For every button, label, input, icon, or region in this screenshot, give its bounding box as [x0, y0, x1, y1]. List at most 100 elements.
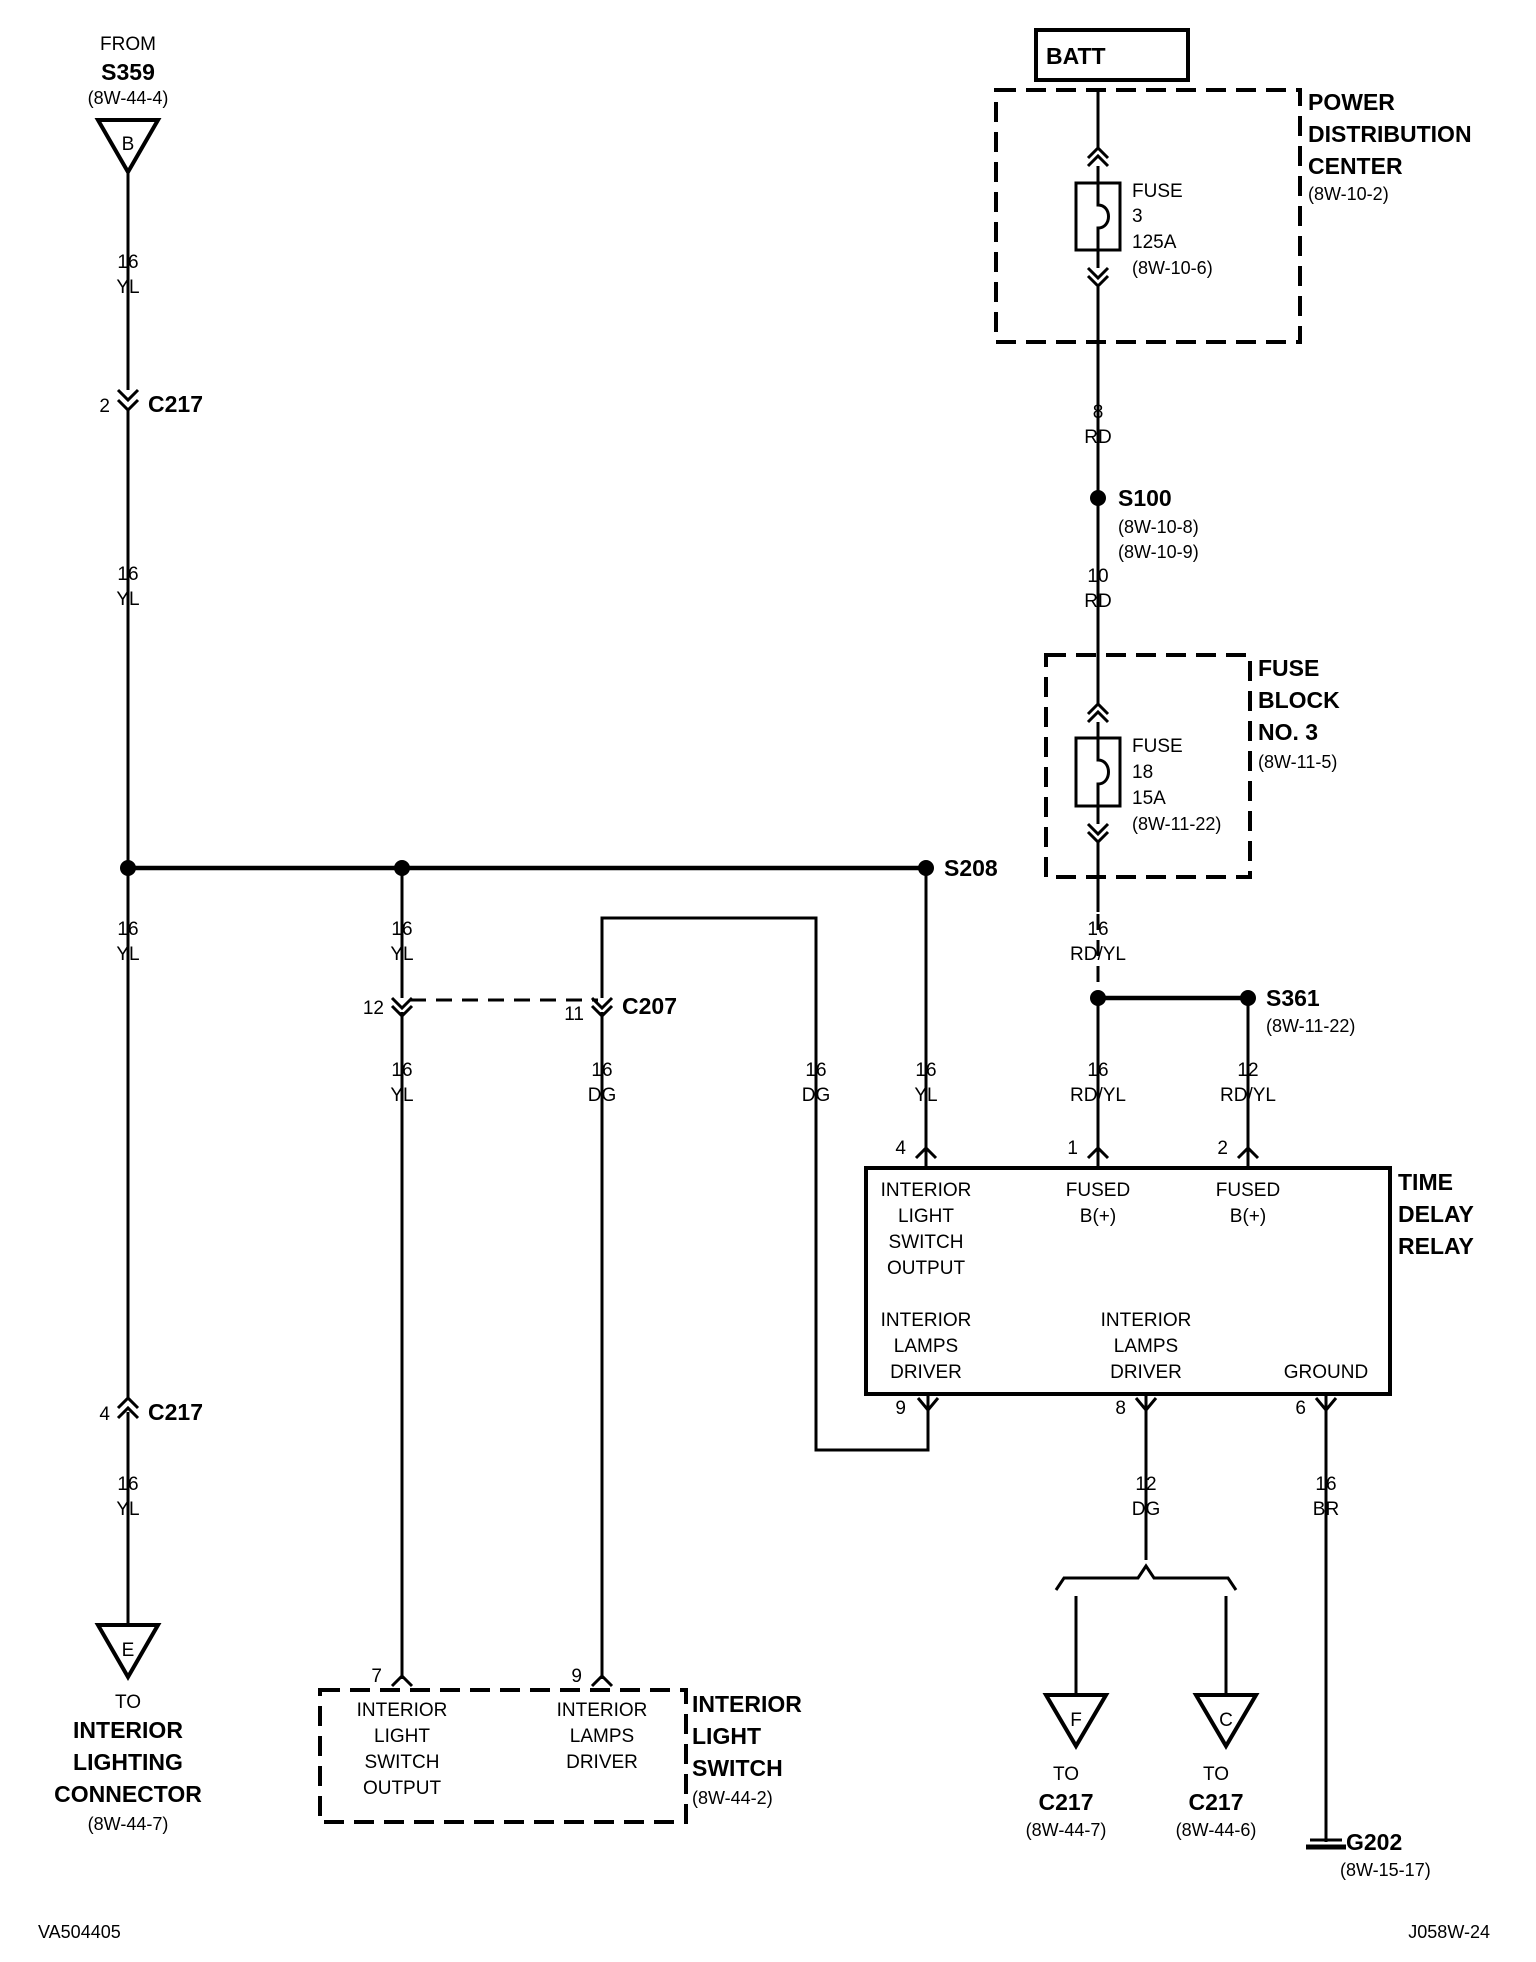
to-triangle-f: [1042, 1693, 1110, 1750]
connector-chevron: [116, 1405, 140, 1420]
relay-pin-2: 2: [1217, 1138, 1228, 1159]
wire-gauge: 12: [1237, 1060, 1258, 1081]
to-c-label: TO: [1203, 1764, 1229, 1785]
wire-color: YL: [914, 1085, 937, 1106]
wire-gauge: 16: [591, 1060, 612, 1081]
wire-color: BR: [1313, 1499, 1339, 1520]
fuse-symbols: [1074, 181, 1122, 808]
connector-symbols: [116, 145, 1338, 1688]
fuse-block-title-2: BLOCK: [1258, 687, 1340, 713]
switch-pin-7: 7: [371, 1666, 382, 1687]
pdc-title-2: DISTRIBUTION: [1308, 121, 1472, 147]
wires: [126, 88, 1328, 1842]
wire-color: YL: [116, 1499, 139, 1520]
wire-color: YL: [390, 1085, 413, 1106]
relay-label-switch-3: SWITCH: [889, 1232, 964, 1253]
switch-pin: [390, 1673, 414, 1688]
switch-label-out-1: INTERIOR: [357, 1700, 448, 1721]
ground-ref: (8W-15-17): [1340, 1860, 1431, 1880]
c207-pin-left: 12: [363, 998, 384, 1019]
wire-gauge: 16: [117, 1474, 138, 1495]
from-triangle: [94, 118, 162, 177]
fuse-3-ref: (8W-10-6): [1132, 258, 1213, 278]
to-label: TO: [115, 1692, 141, 1713]
wire-color: YL: [390, 944, 413, 965]
fuse-terminal: [1086, 709, 1110, 724]
wire-gauge: 16: [1087, 1060, 1108, 1081]
fuse-3-label: FUSE: [1132, 181, 1183, 202]
wire-gauge: 10: [1087, 566, 1108, 587]
switch-title-1: INTERIOR: [692, 1691, 802, 1717]
relay-pin-4: 4: [895, 1138, 906, 1159]
to-triangle-c-letter: C: [1219, 1710, 1233, 1731]
relay-label-switch-2: LIGHT: [898, 1206, 954, 1227]
fuse-3-rating: 125A: [1132, 232, 1177, 253]
relay-pin-1: 1: [1067, 1138, 1078, 1159]
fuse-18-ref: (8W-11-22): [1132, 814, 1221, 834]
connector-chevron: [390, 996, 414, 1011]
batt-box: [1034, 28, 1190, 82]
switch-label-drv-1: INTERIOR: [557, 1700, 648, 1721]
wire-color: RD/YL: [1220, 1085, 1276, 1106]
fuse-18-label: FUSE: [1132, 736, 1183, 757]
to-f-label: TO: [1053, 1764, 1079, 1785]
ground-name: G202: [1346, 1829, 1402, 1855]
wire-gauge: 16: [1087, 919, 1108, 940]
relay-label-fused1-1: FUSED: [1066, 1180, 1130, 1201]
from-label: FROM: [100, 34, 156, 55]
relay-title-3: RELAY: [1398, 1233, 1474, 1259]
fuse-terminal: [1086, 274, 1110, 289]
relay-label-drv1-3: DRIVER: [890, 1362, 962, 1383]
to-interior-line3: CONNECTOR: [54, 1781, 202, 1807]
wire-gauge: 16: [117, 564, 138, 585]
s100-name: S100: [1118, 485, 1172, 511]
relay-pin-6: 6: [1295, 1398, 1306, 1419]
switch-label-out-3: SWITCH: [365, 1752, 440, 1773]
from-splice-name: S359: [101, 59, 155, 85]
s100-ref2: (8W-10-9): [1118, 542, 1199, 562]
from-ref: (8W-44-4): [88, 88, 169, 108]
wire-dg-loop: [600, 916, 930, 1452]
wire-color: YL: [116, 944, 139, 965]
to-interior-line2: LIGHTING: [73, 1749, 183, 1775]
to-triangle-c: [1192, 1693, 1260, 1750]
time-delay-relay-box: [864, 1166, 1392, 1396]
splice-dot: [120, 860, 136, 876]
splice-dot: [1090, 990, 1106, 1006]
termination-symbols: [94, 118, 1346, 1850]
relay-pin-9: 9: [895, 1398, 906, 1419]
switch-title-2: LIGHT: [692, 1723, 761, 1749]
relay-label-drv1-1: INTERIOR: [881, 1310, 972, 1331]
fuse-terminal: [1086, 266, 1110, 281]
relay-label-drv2-2: LAMPS: [1114, 1336, 1178, 1357]
wire-color: DG: [1132, 1499, 1161, 1520]
to-f-name: C217: [1039, 1789, 1094, 1815]
interior-light-switch-box: [318, 1688, 688, 1824]
switch-pin: [590, 1673, 614, 1688]
switch-title-3: SWITCH: [692, 1755, 783, 1781]
pdc-title-1: POWER: [1308, 89, 1395, 115]
fuse-terminal: [1086, 830, 1110, 845]
to-interior-line1: INTERIOR: [73, 1717, 183, 1743]
wire-color: RD: [1084, 427, 1111, 448]
to-c-ref: (8W-44-6): [1176, 1820, 1257, 1840]
switch-ref: (8W-44-2): [692, 1788, 773, 1808]
fuse-terminal: [1086, 822, 1110, 837]
relay-label-drv2-1: INTERIOR: [1101, 1310, 1192, 1331]
wire-color: YL: [116, 589, 139, 610]
switch-label-drv-2: LAMPS: [570, 1726, 634, 1747]
s361-name: S361: [1266, 985, 1320, 1011]
fuse-18-element: [1096, 738, 1110, 806]
wire-gauge: 8: [1093, 402, 1104, 423]
fuse-block-title-1: FUSE: [1258, 655, 1319, 681]
to-triangle-e: [94, 1623, 162, 1682]
pdc-box: [994, 88, 1302, 344]
fuse-18-rating: 15A: [1132, 788, 1166, 809]
connector-chevron: [116, 1395, 140, 1410]
splice-dot-s208: [918, 860, 934, 876]
connector-chevron: [590, 1004, 614, 1019]
fuse-terminal: [1086, 145, 1110, 160]
wire-gauge: 16: [391, 919, 412, 940]
fuse-terminal: [1086, 701, 1110, 716]
